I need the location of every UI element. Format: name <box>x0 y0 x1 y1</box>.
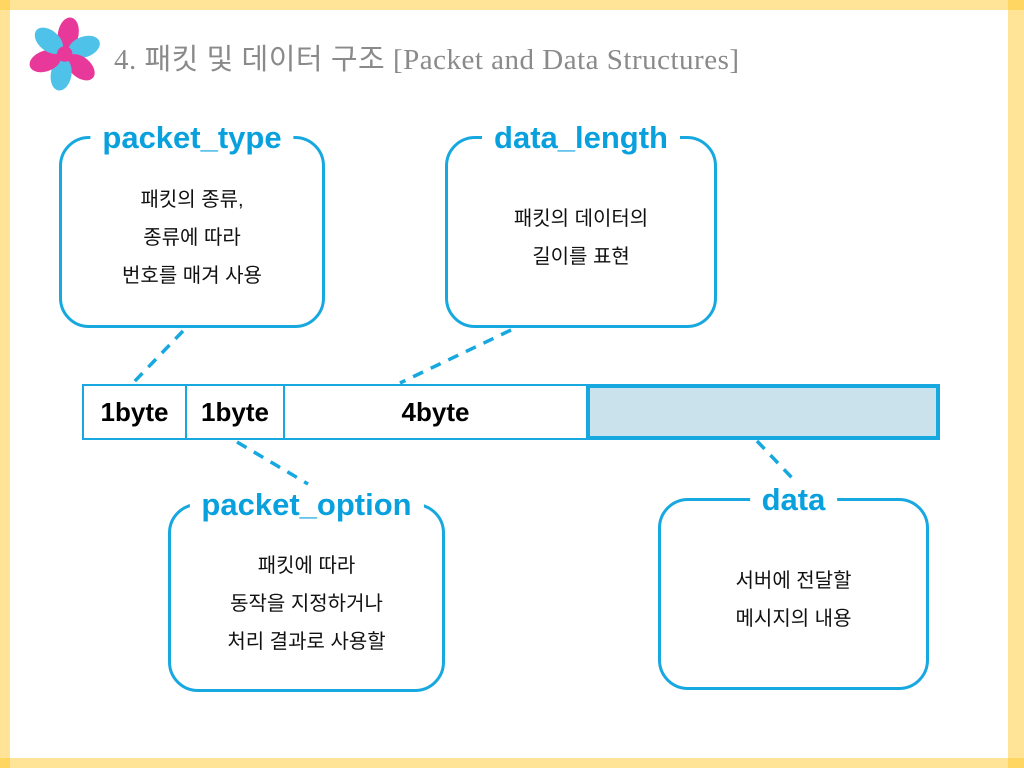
callout-body-line: 패킷에 따라 <box>257 554 356 577</box>
packet-structure-bar: 1byte 1byte 4byte <box>82 384 940 440</box>
callout-packet-option-body: 패킷에 따라 동작을 지정하거나 처리 결과로 사용할 <box>177 544 436 663</box>
callout-data: data 서버에 전달할 메시지의 내용 <box>658 479 929 690</box>
callout-packet-type-title: packet_type <box>90 117 294 159</box>
callout-body-line: 번호를 매겨 사용 <box>122 265 262 287</box>
callout-data-length-body: 패킷의 데이터의 길이를 표현 <box>454 177 708 299</box>
callout-body-line: 메시지의 내용 <box>735 608 852 630</box>
callout-packet-type: packet_type 패킷의 종류, 종류에 따라 번호를 매겨 사용 <box>59 117 325 328</box>
callout-body-line: 종류에 따라 <box>143 227 241 249</box>
callout-body-line: 동작을 지정하거나 <box>230 592 383 615</box>
callout-body-line: 서버에 전달할 <box>735 570 852 592</box>
callout-data-length: data_length 패킷의 데이터의 길이를 표현 <box>445 117 717 328</box>
callout-body-line: 패킷의 데이터의 <box>513 208 649 230</box>
callout-packet-type-body: 패킷의 종류, 종류에 따라 번호를 매겨 사용 <box>68 177 316 299</box>
segment-data <box>588 386 938 438</box>
frame-top <box>0 0 1024 10</box>
segment-packet-type: 1byte <box>84 386 187 438</box>
frame-left <box>0 0 10 768</box>
segment-data-length: 4byte <box>285 386 588 438</box>
flower-logo-icon <box>29 17 100 91</box>
frame-bottom <box>0 758 1024 768</box>
frame-right <box>1008 0 1024 768</box>
callout-data-title: data <box>749 479 838 521</box>
callout-body-line: 패킷의 종류, <box>140 189 244 211</box>
page-title: 4. 패킷 및 데이터 구조 [Packet and Data Structur… <box>114 44 740 76</box>
callout-body-line: 길이를 표현 <box>532 246 630 268</box>
callout-packet-option-title: packet_option <box>189 484 424 526</box>
segment-packet-option: 1byte <box>187 386 285 438</box>
callout-packet-option: packet_option 패킷에 따라 동작을 지정하거나 처리 결과로 사용… <box>168 484 445 692</box>
callout-data-length-title: data_length <box>482 117 680 159</box>
callout-data-body: 서버에 전달할 메시지의 내용 <box>667 539 920 661</box>
callout-body-line: 처리 결과로 사용할 <box>227 630 386 653</box>
